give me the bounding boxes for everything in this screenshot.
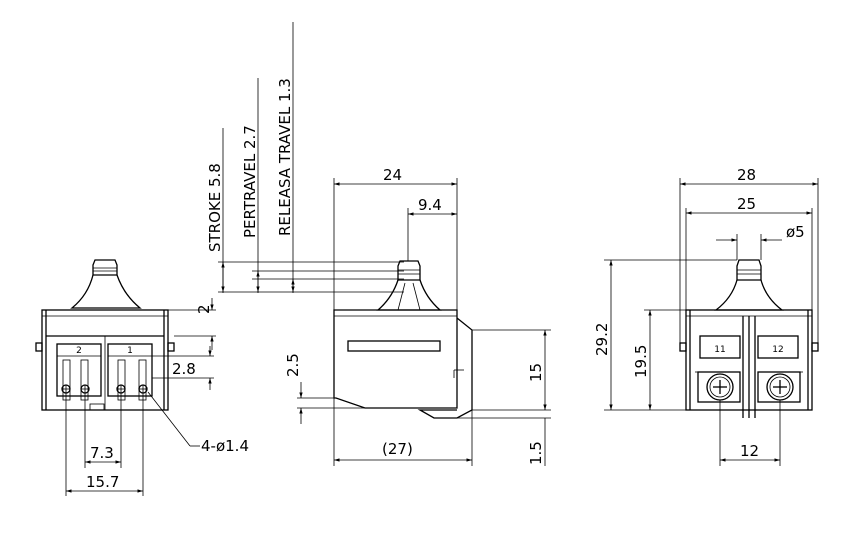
dim-base-label: 2.5 (284, 353, 302, 377)
left-terminal-a-label: 2 (76, 346, 82, 356)
release-label: RELEASA TRAVEL 1.3 (276, 78, 294, 236)
dim-body-h-label: 19.5 (632, 345, 650, 378)
side-body (333, 309, 458, 409)
dim-screw-label: 12 (740, 442, 759, 460)
side-slot (347, 340, 441, 352)
left-cone (70, 274, 142, 309)
dim-outer-w-label: 28 (737, 166, 756, 184)
dim-hole-label: 4-ø1.4 (201, 437, 249, 455)
left-terminal-b-label: 1 (127, 346, 133, 356)
stroke-label: STROKE 5.8 (206, 163, 224, 252)
right-view: 11 12 28 25 ø5 (593, 166, 819, 466)
dim-height-label: 15 (527, 363, 545, 382)
left-view: 2 1 2 2.8 (35, 259, 249, 496)
right-terminal-b-label: 12 (772, 345, 783, 355)
side-cone (376, 279, 442, 311)
dim-bottom-label: 1.5 (527, 441, 545, 465)
dim-pin-label: 2.8 (172, 360, 196, 378)
side-view: 24 9.4 2.5 (27) 15 1.5 (284, 166, 551, 466)
dim-width-label: 24 (383, 166, 402, 184)
side-button (397, 260, 421, 281)
dim-total-label: (27) (382, 440, 413, 458)
dim-outer-label: 15.7 (86, 473, 119, 491)
travel-dimensions: STROKE 5.8 PERTRAVEL 2.7 RELEASA TRAVEL … (206, 22, 404, 293)
dim-button-label: ø5 (786, 223, 805, 241)
dim-total-h-label: 29.2 (593, 323, 611, 356)
screw-right (766, 373, 794, 401)
right-terminal-a-label: 11 (714, 345, 725, 355)
dim-inner-w-label: 25 (737, 195, 756, 213)
screw-left (706, 373, 734, 401)
pretravel-label: PERTRAVEL 2.7 (241, 125, 259, 238)
dim-top-label: 2 (195, 304, 213, 314)
left-button (92, 259, 118, 276)
dim-inner-label: 7.3 (90, 444, 114, 462)
right-cone (714, 279, 784, 311)
dim-offset-label: 9.4 (418, 196, 442, 214)
